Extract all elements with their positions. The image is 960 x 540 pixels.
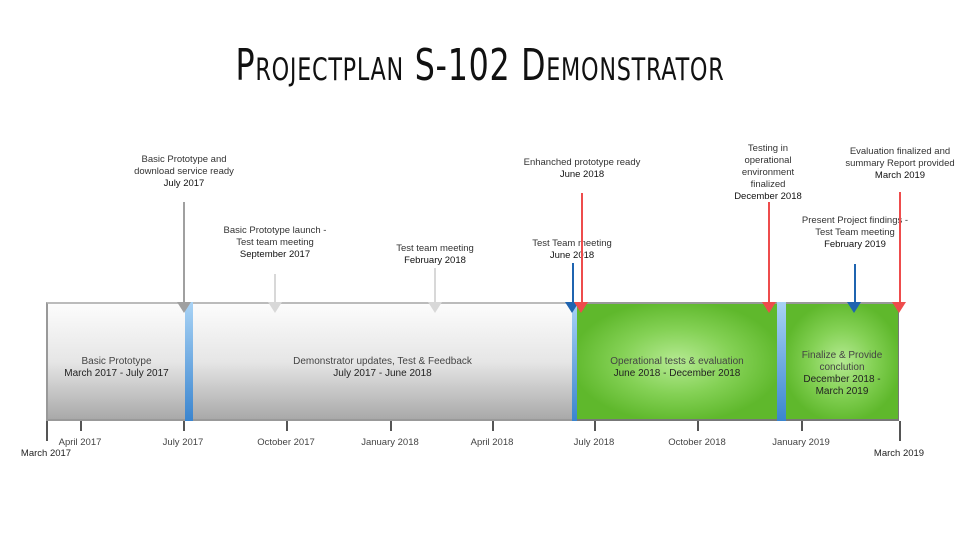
page-title: Projectplan S-102 Demonstrator xyxy=(235,40,725,91)
milestone-line xyxy=(899,192,901,302)
axis-tick xyxy=(594,421,596,431)
phase-name: Basic Prototype xyxy=(81,356,152,367)
phase-name: Finalize & Provide conclution xyxy=(801,350,883,373)
axis-tick xyxy=(286,421,288,431)
axis-label: April 2017 xyxy=(58,437,102,448)
milestone-marker-icon xyxy=(268,302,282,313)
phase-dates: July 2017 - June 2018 xyxy=(333,368,432,379)
phase-dates: June 2018 - December 2018 xyxy=(613,368,741,379)
milestone-marker-icon xyxy=(428,302,442,313)
axis-tick xyxy=(390,421,392,431)
milestone-line xyxy=(768,202,770,302)
phase-divider xyxy=(185,302,193,421)
axis-label: March 2019 xyxy=(873,448,925,459)
phase-divider xyxy=(572,302,577,421)
milestone-label: Basic Prototype launch - Test team meeti… xyxy=(223,225,327,260)
milestone-label: Basic Prototype and download service rea… xyxy=(134,154,234,189)
phase-dates: March 2017 - July 2017 xyxy=(64,368,169,379)
axis-tick xyxy=(492,421,494,431)
axis-tick xyxy=(46,421,48,441)
phase-dates: December 2018 - March 2019 xyxy=(803,374,881,397)
milestone-marker-icon xyxy=(892,302,906,313)
axis-label: April 2018 xyxy=(470,437,514,448)
axis-label: October 2018 xyxy=(668,437,726,448)
milestone-line xyxy=(581,193,583,302)
milestone-line xyxy=(854,264,856,302)
phase-name: Demonstrator updates, Test & Feedback xyxy=(293,356,472,367)
milestone-marker-icon xyxy=(847,302,861,313)
axis-label: October 2017 xyxy=(257,437,315,448)
axis-tick xyxy=(801,421,803,431)
milestone-line xyxy=(434,268,436,302)
milestone-line xyxy=(572,263,574,302)
axis-label: July 2018 xyxy=(573,437,615,448)
milestone-marker-icon xyxy=(574,302,588,313)
milestone-marker-icon xyxy=(177,302,191,313)
phase-name: Operational tests & evaluation xyxy=(610,356,744,367)
milestone-line xyxy=(274,274,276,302)
milestone-line xyxy=(183,202,185,302)
axis-label: March 2017 xyxy=(20,448,72,459)
axis-tick xyxy=(899,421,901,441)
axis-tick xyxy=(183,421,185,431)
milestone-label: Present Project findings - Test Team mee… xyxy=(801,215,909,250)
axis-tick xyxy=(80,421,82,431)
milestone-label: Testing in operational environment final… xyxy=(734,143,802,202)
axis-label: July 2017 xyxy=(162,437,204,448)
milestone-label: Evaluation finalized and summary Report … xyxy=(845,146,955,181)
axis-label: January 2018 xyxy=(361,437,419,448)
axis-tick xyxy=(697,421,699,431)
milestone-marker-icon xyxy=(762,302,776,313)
milestone-marker-icon xyxy=(565,302,579,313)
phase-divider xyxy=(777,302,786,421)
axis-label: January 2019 xyxy=(772,437,830,448)
